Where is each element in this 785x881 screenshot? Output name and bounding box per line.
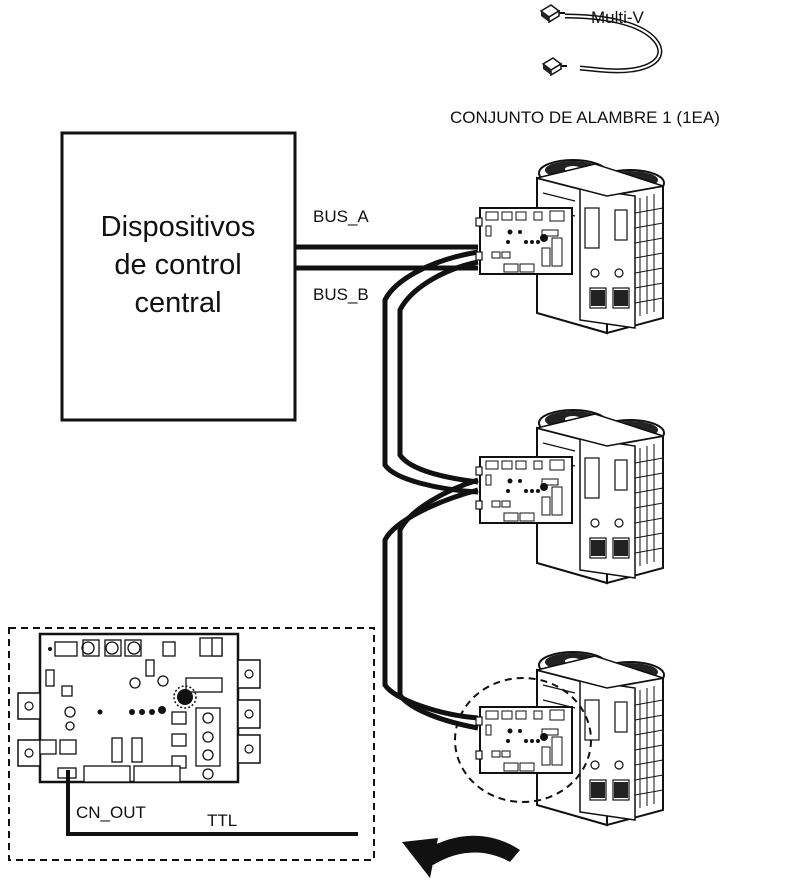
curved-arrow-icon <box>402 835 520 878</box>
central-controller-box <box>60 131 297 422</box>
pcb-board-icon <box>17 632 261 784</box>
cable-connector-icon <box>542 57 568 76</box>
detail-box <box>8 627 375 861</box>
ttl-wire <box>66 770 358 836</box>
central-controller-title-line1: Dispositivos <box>101 211 256 243</box>
cable-assembly <box>540 4 663 76</box>
cable-caption: CONJUNTO DE ALAMBRE 1 (1EA) <box>450 108 720 127</box>
pcb-board-icon <box>475 706 573 774</box>
cn-out-label: CN_OUT <box>76 803 146 822</box>
bus-a-label: BUS_A <box>313 207 369 226</box>
ttl-label: TTL <box>207 811 237 830</box>
highlight-circle <box>454 677 592 803</box>
central-controller-title-line3: central <box>134 287 221 319</box>
bus-wiring <box>295 244 479 731</box>
pcb-board-icon <box>475 456 573 524</box>
bus-b-label: BUS_B <box>313 285 369 304</box>
cable-connector-icon <box>540 4 566 23</box>
pcb-board-icon <box>475 207 573 275</box>
cable-connector-label: Multi-V <box>591 8 645 27</box>
central-controller-title-line2: de control <box>114 249 241 281</box>
